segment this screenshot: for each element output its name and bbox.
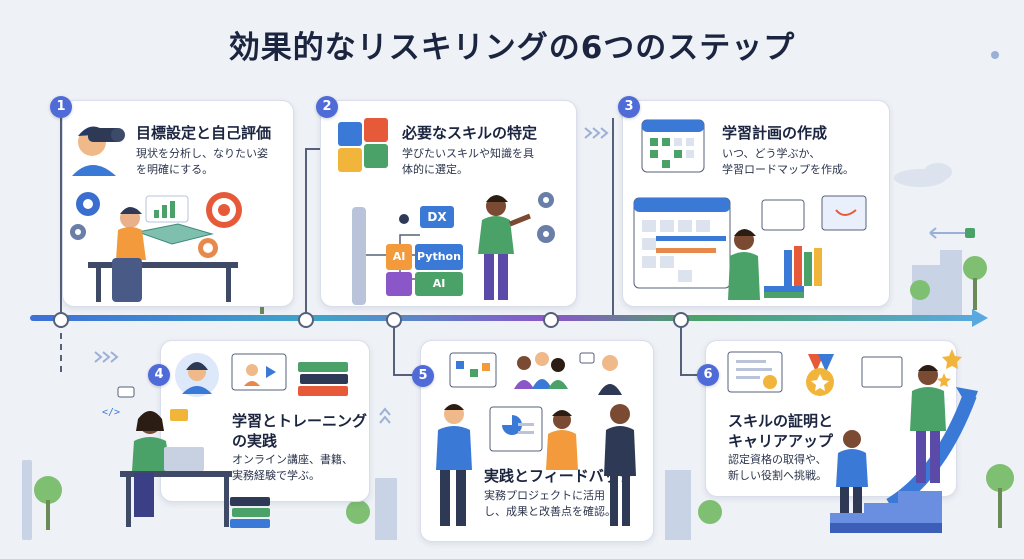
connector-2h — [305, 148, 325, 150]
binoculars-person-icon — [72, 126, 125, 176]
step-5-title: 実践とフィードバック — [484, 467, 634, 485]
step-1-title: 目標設定と自己評価 — [136, 124, 272, 142]
tag-ai-orange: AI — [386, 244, 412, 270]
step-4-desc-line1: オンライン講座、書籍、 — [232, 453, 353, 466]
step-3-desc-line2: 学習ロードマップを作成。 — [722, 163, 854, 176]
step-5-desc-line1: 実務プロジェクトに活用 — [484, 489, 605, 502]
project-team-illustration — [449, 352, 622, 452]
step-6-desc-line1: 認定資格の取得や、 — [728, 453, 827, 466]
timeline-arrow-icon — [972, 309, 988, 327]
step-6-title-line1: スキルの証明と — [728, 412, 834, 430]
tag-python: Python — [415, 244, 463, 270]
connector-2 — [305, 148, 307, 318]
step-2-desc-line1: 学びたいスキルや知識を具 — [402, 147, 534, 160]
connector-5h — [393, 374, 413, 376]
skill-tree-illustration — [352, 207, 420, 305]
step-6-title-line2: キャリアアップ — [728, 432, 834, 450]
calendar-icon — [641, 119, 705, 173]
step-5-badge: 5 — [412, 365, 434, 387]
connector-1 — [60, 118, 62, 318]
step-6-badge: 6 — [697, 364, 719, 386]
step-5-desc-line2: し、成果と改善点を確認。 — [484, 505, 616, 518]
step-4-badge: 4 — [148, 364, 170, 386]
step-4-desc-line2: 実務経験で学ぶ。 — [232, 469, 320, 482]
step-3-badge: 3 — [618, 96, 640, 118]
certificate-icon — [727, 351, 783, 393]
presenter-woman-illustration — [478, 192, 555, 300]
timeline-node-1 — [53, 312, 69, 328]
step-3-desc-line1: いつ、どう学ぶか、 — [722, 147, 821, 160]
books-stack-icon — [298, 362, 348, 396]
timeline-node-4 — [543, 312, 559, 328]
connector-5 — [393, 322, 395, 374]
connector-6h — [680, 374, 698, 376]
timeline-node-5 — [673, 312, 689, 328]
step-2-badge: 2 — [316, 96, 338, 118]
feedback-people-illustration — [436, 404, 636, 526]
step-2-desc-line2: 体的に選定。 — [402, 163, 468, 176]
timeline-node-2 — [298, 312, 314, 328]
page-title: 効果的なリスキリングの6つのステップ — [228, 30, 796, 66]
step-4-title-line2: の実践 — [232, 432, 278, 450]
step-2-title: 必要なスキルの特定 — [402, 124, 538, 142]
connector-3 — [612, 118, 614, 318]
step-1-desc-line2: を明確にする。 — [136, 163, 214, 176]
tag-dx: DX — [420, 206, 454, 228]
svg-text:</>: </> — [102, 407, 120, 418]
video-lesson-icon — [231, 353, 287, 391]
timeline-node-3 — [386, 312, 402, 328]
connector-4 — [60, 322, 62, 372]
medal-icon — [806, 354, 834, 396]
step-4-title-line1: 学習とトレーニング — [232, 412, 368, 430]
desk-worker-illustration — [70, 192, 242, 302]
timeline-bar — [30, 315, 980, 321]
step-6-desc-line2: 新しい役割へ挑戦。 — [728, 469, 827, 482]
step-1-desc-line1: 現状を分析し、なりたい姿 — [136, 147, 268, 160]
laptop-learner-illustration: </> — [102, 386, 232, 527]
puzzle-icon — [338, 118, 388, 172]
step-1-badge: 1 — [50, 96, 72, 118]
books-pile-icon — [230, 497, 270, 528]
headset-person-icon — [175, 353, 219, 397]
step-3-title: 学習計画の作成 — [722, 124, 828, 142]
career-growth-illustration — [830, 349, 978, 533]
planning-board-illustration — [633, 195, 867, 300]
tag-blank-purple — [386, 272, 412, 296]
connector-6 — [680, 322, 682, 374]
tag-ai-green: AI — [415, 272, 463, 296]
